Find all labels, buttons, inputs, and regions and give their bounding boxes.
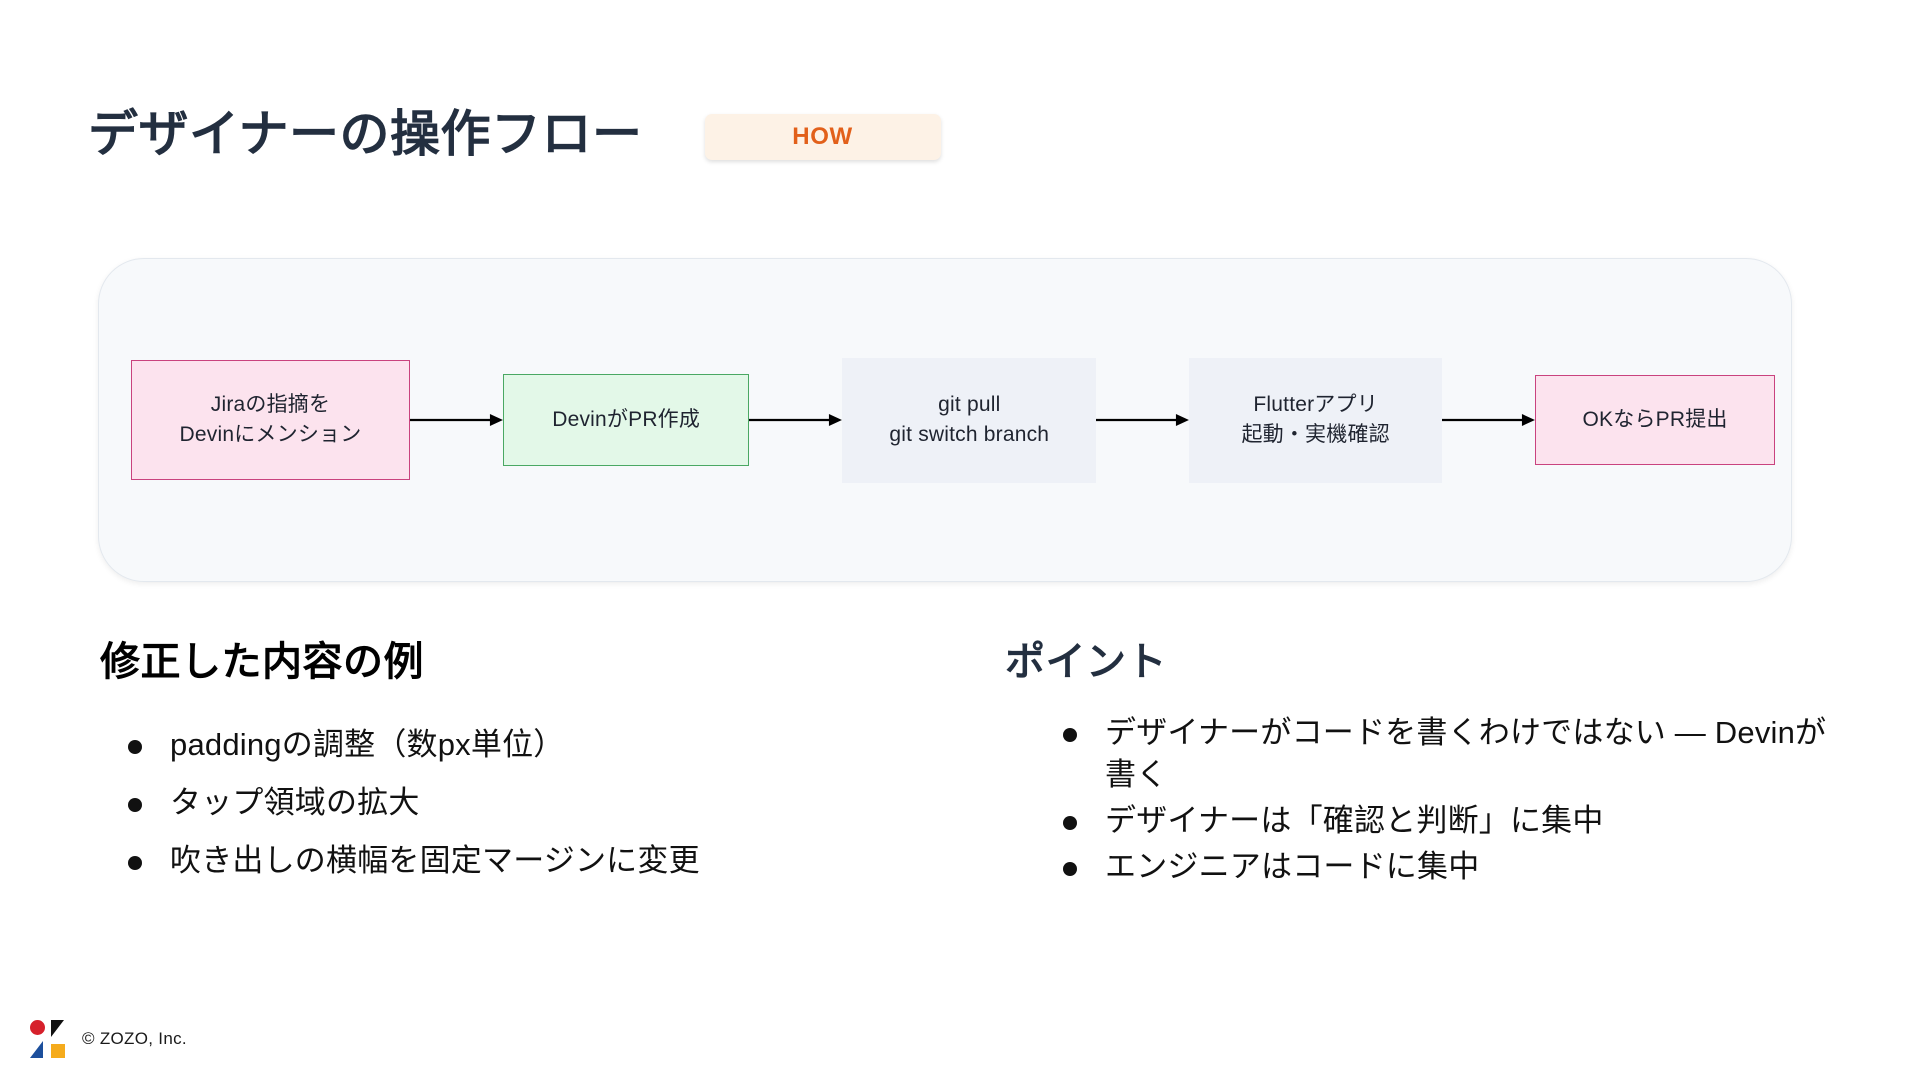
right-column: ポイント デザイナーがコードを書くわけではない — Devinが書くデザイナーは…	[1005, 638, 1885, 891]
copyright-text: © ZOZO, Inc.	[82, 1029, 187, 1048]
bullet-dot-icon	[128, 740, 142, 754]
flow-arrow	[749, 412, 843, 428]
list-item: エンジニアはコードに集中	[1063, 846, 1885, 888]
list-item: 吹き出しの横幅を固定マージンに変更	[128, 840, 960, 882]
logo-black-triangle-shape	[51, 1020, 64, 1037]
page-title: デザイナーの操作フロー	[88, 106, 643, 162]
list-item-label: paddingの調整（数px単位）	[170, 727, 565, 762]
logo-blue-triangle-shape	[30, 1041, 43, 1058]
list-item: タップ領域の拡大	[128, 782, 960, 824]
list-item-label: タップ領域の拡大	[170, 784, 420, 820]
list-item-label: デザイナーは「確認と判断」に集中	[1105, 802, 1604, 838]
logo-square-shape	[51, 1044, 65, 1058]
flow-node-label: Flutterアプリ起動・実機確認	[1241, 392, 1390, 446]
how-badge: HOW	[704, 114, 941, 160]
left-column: 修正した内容の例 paddingの調整（数px単位） タップ領域の拡大吹き出しの横…	[100, 638, 960, 898]
bullet-dot-icon	[128, 855, 142, 870]
bullet-dot-icon	[128, 797, 142, 812]
flow-node-flutter-run: Flutterアプリ起動・実機確認	[1189, 357, 1443, 483]
slide-footer: © ZOZO, Inc.	[30, 1020, 187, 1058]
right-bullet-list: デザイナーがコードを書くわけではない — Devinが書くデザイナーは「確認と判…	[1063, 712, 1885, 887]
flow-arrow	[1442, 412, 1536, 428]
list-item: デザイナーがコードを書くわけではない — Devinが書く	[1063, 712, 1885, 796]
list-item: デザイナーは「確認と判断」に集中	[1063, 800, 1885, 842]
list-item-label: デザイナーがコードを書くわけではない — Devinが書く	[1105, 715, 1827, 792]
list-item-label: 吹き出しの横幅を固定マージンに変更	[170, 842, 700, 878]
list-item-label: エンジニアはコードに集中	[1105, 848, 1480, 884]
flow-node-pr-submit: OKならPR提出	[1535, 375, 1776, 465]
bullet-dot-icon	[1063, 861, 1077, 876]
logo-circle-shape	[30, 1020, 45, 1035]
list-item: paddingの調整（数px単位）	[128, 724, 960, 766]
flow-node-label: OKならPR提出	[1582, 407, 1728, 431]
bullet-dot-icon	[1063, 815, 1077, 830]
left-bullet-list: paddingの調整（数px単位） タップ領域の拡大吹き出しの横幅を固定マージンに…	[128, 724, 960, 882]
flow-arrow	[1096, 412, 1190, 428]
zozo-logo-icon	[30, 1020, 68, 1058]
flow-node-devin-pr: DevinがPR作成	[502, 374, 750, 466]
how-badge-label: HOW	[792, 123, 853, 150]
bullet-dot-icon	[1063, 728, 1077, 742]
flow-node-label: DevinがPR作成	[552, 407, 701, 431]
right-section-heading: ポイント	[1005, 640, 1167, 684]
left-section-heading: 修正した内容の例	[100, 640, 424, 684]
flow-arrow	[410, 412, 503, 428]
slide-header: デザイナーの操作フロー HOW	[88, 108, 941, 160]
